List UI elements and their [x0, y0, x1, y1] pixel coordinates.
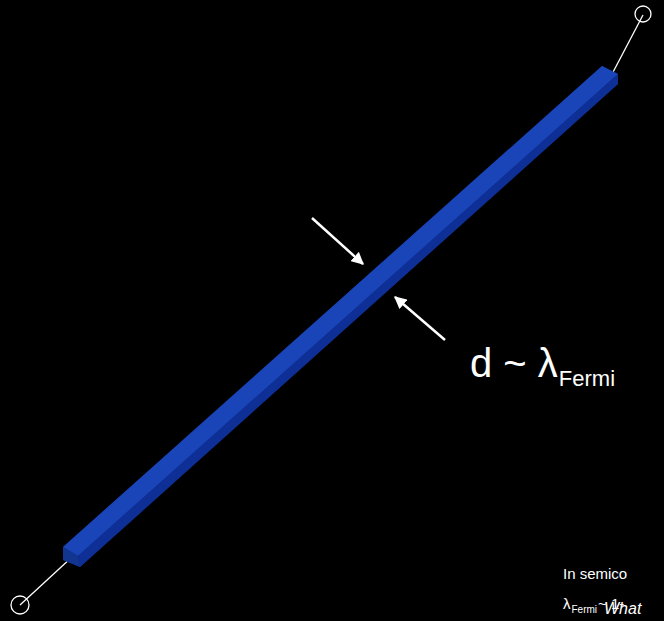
dimension-subscript: Fermi: [559, 368, 615, 390]
lead-wire: [20, 557, 72, 605]
nanowire-top-face: [63, 66, 618, 556]
width-arrow: [312, 218, 363, 264]
nanowire-side-face: [78, 74, 618, 567]
note-text: What: [604, 601, 641, 617]
note-text: λ: [563, 596, 571, 611]
dimension-label: d ~ λ: [470, 343, 558, 383]
note-subscript: Fermi: [572, 605, 598, 615]
note-text: In semico: [563, 566, 627, 581]
width-arrow: [395, 297, 445, 340]
lead-wire: [611, 15, 643, 76]
nanowire-end-face: [63, 547, 80, 567]
terminal: [11, 596, 29, 614]
nanowire-bar: [63, 66, 618, 567]
terminal: [635, 6, 651, 22]
